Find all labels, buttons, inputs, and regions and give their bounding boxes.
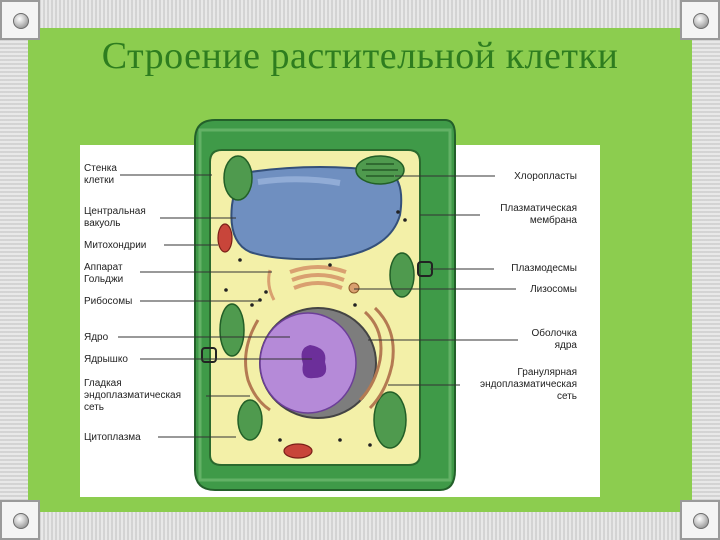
rivet-icon (693, 513, 709, 529)
rivet-icon (13, 13, 29, 29)
mitochondrion-shape (217, 223, 233, 253)
leader-lines-right (354, 175, 518, 386)
mitochondrion-shape (283, 443, 313, 459)
chloroplast-shape (223, 155, 253, 201)
label-chloroplasts: Хлоропласты (514, 171, 577, 182)
rough-er-shape (368, 306, 395, 410)
rivet-icon (693, 13, 709, 29)
label-nucleolus: Ядрышко (84, 354, 128, 365)
corner-rivet-top-left (0, 0, 40, 40)
corner-rivet-bottom-left (0, 500, 40, 540)
label-cytoplasm: Цитоплазма (84, 432, 141, 443)
label-plasmodesmata: Плазмодесмы (511, 263, 577, 274)
cell-wall-outer-edge (198, 128, 452, 482)
vacuole-highlight (257, 176, 341, 186)
leader-lines-left (118, 174, 312, 438)
chloroplast-shape (389, 252, 415, 298)
chloroplast-thylakoids (362, 163, 398, 177)
chloroplast-shape (373, 391, 407, 449)
chloroplast-shape (219, 303, 245, 357)
golgi-apparatus-shape (289, 265, 347, 290)
label-mitochondria: Митохондрии (84, 240, 147, 251)
corner-rivet-bottom-right (680, 500, 720, 540)
label-lysosomes: Лизосомы (530, 284, 577, 295)
label-ribosomes: Рибосомы (84, 296, 133, 307)
label-nucleus: Ядро (84, 332, 109, 343)
lysosome-shape (348, 282, 360, 294)
chloroplast-shape (237, 399, 263, 441)
plasmodesma-shape (201, 347, 217, 363)
rough-er-shape (358, 310, 383, 402)
nucleolus-shape (301, 345, 327, 379)
golgi-apparatus-shape (267, 269, 276, 301)
slide-title: Строение растительной клетки (101, 35, 619, 77)
rivet-icon (13, 513, 29, 529)
corner-rivet-top-right (680, 0, 720, 40)
